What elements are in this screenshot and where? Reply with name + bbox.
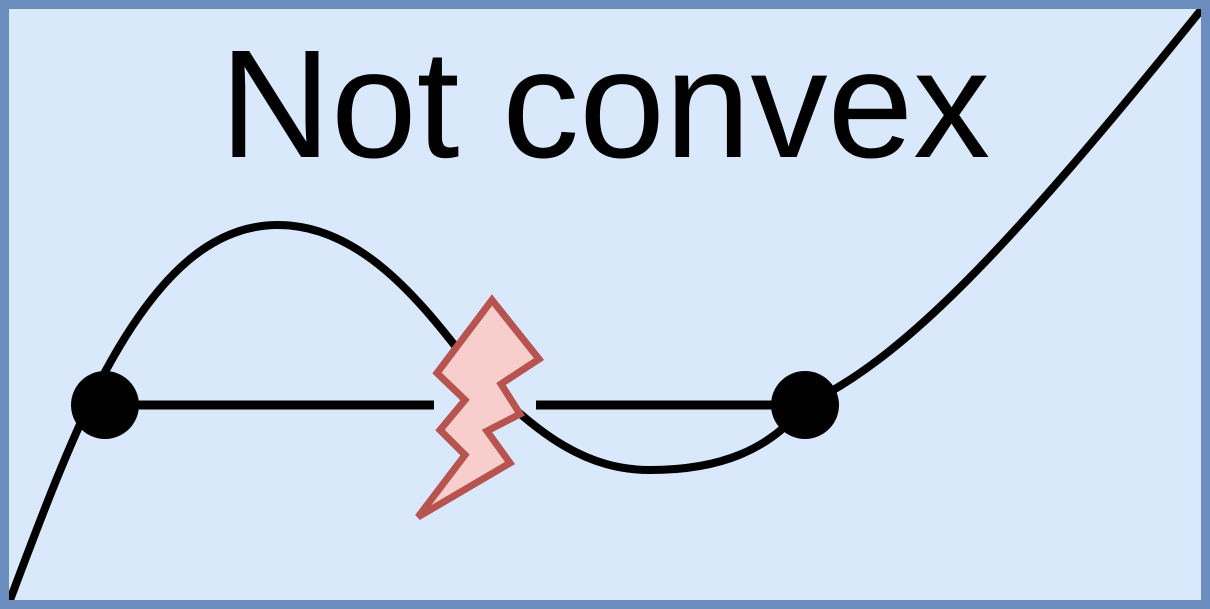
chord-endpoint-right <box>771 371 839 439</box>
function-curve <box>9 9 1201 600</box>
lightning-bolt-icon <box>415 294 545 521</box>
chord-endpoint-left <box>71 371 139 439</box>
diagram-title: Not convex <box>219 18 991 190</box>
